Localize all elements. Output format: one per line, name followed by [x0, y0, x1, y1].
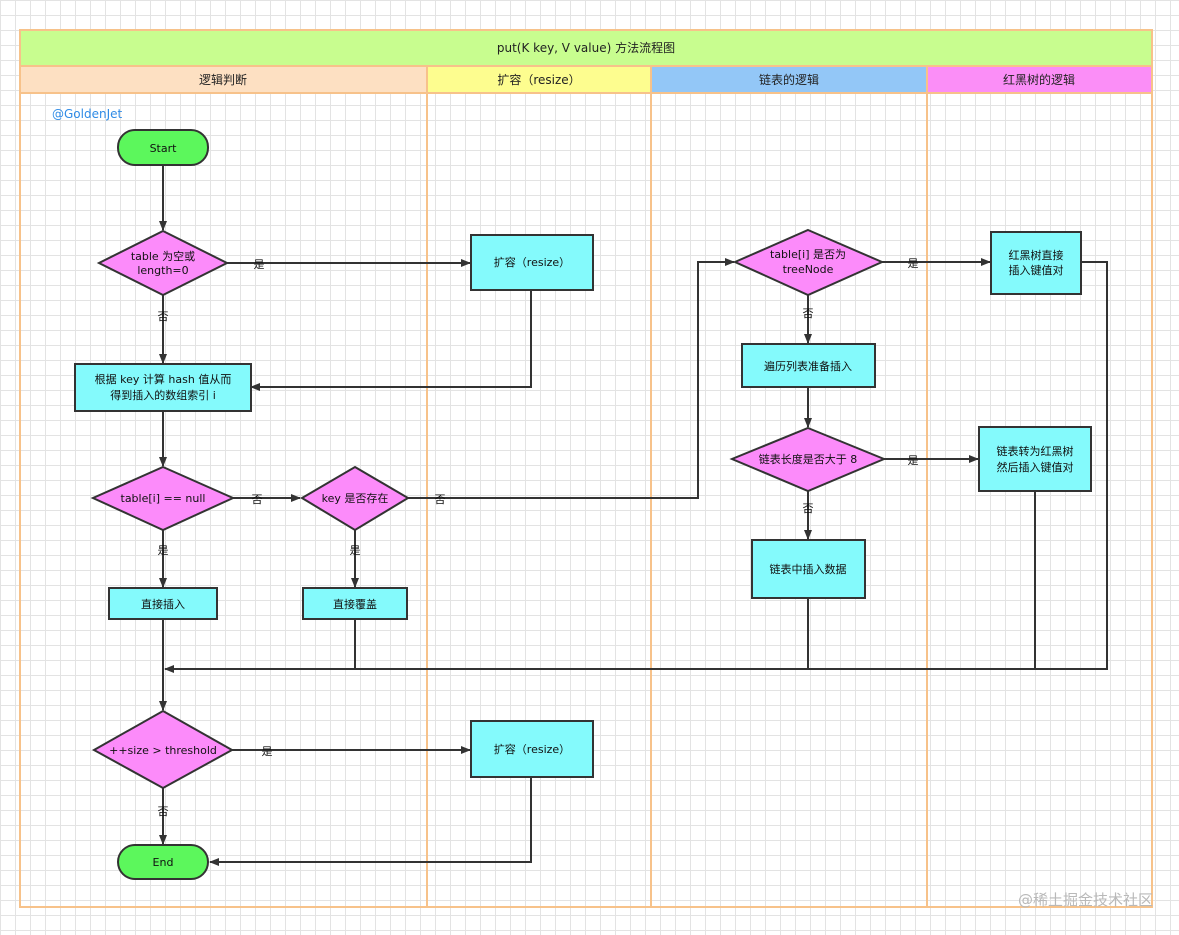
edge-label-null-yes: 是	[158, 544, 169, 557]
decision-length-over-8: 链表长度是否大于 8	[729, 426, 887, 493]
edge-label-len-no: 否	[803, 502, 814, 515]
node-text: 遍历列表准备插入	[764, 359, 852, 373]
watermark: @稀土掘金技术社区	[1018, 891, 1153, 909]
process-resize-2: 扩容（resize）	[470, 720, 594, 778]
node-text: 扩容（resize）	[494, 255, 570, 269]
node-text-line-2: length=0	[137, 264, 188, 277]
lane-label-resize: 扩容（resize）	[497, 72, 580, 87]
node-text: End	[153, 856, 174, 869]
process-list-insert: 链表中插入数据	[751, 539, 866, 599]
edge-label-empty-yes: 是	[254, 258, 265, 271]
title-bar	[19, 29, 1153, 67]
node-text: Start	[150, 142, 178, 155]
node-text-line-2: 得到插入的数组索引 i	[110, 388, 216, 402]
lane-label-rbtree: 红黑树的逻辑	[1003, 72, 1075, 87]
terminal-end: End	[117, 844, 209, 880]
node-text: ++size > threshold	[109, 744, 217, 757]
node-text: 链表中插入数据	[770, 562, 847, 576]
swimlanes	[19, 92, 1153, 908]
process-resize-1: 扩容（resize）	[470, 234, 594, 291]
lane-label-linkedlist: 链表的逻辑	[759, 72, 819, 87]
diagram-title: put(K key, V value) 方法流程图	[497, 40, 675, 55]
process-direct-cover: 直接覆盖	[302, 587, 408, 620]
edge-label-len-yes: 是	[908, 454, 919, 467]
node-text: table[i] == null	[121, 492, 206, 505]
lane-label-logic: 逻辑判断	[199, 72, 247, 87]
node-text: 直接覆盖	[333, 597, 377, 611]
process-traverse-list: 遍历列表准备插入	[741, 343, 876, 388]
process-direct-insert: 直接插入	[108, 587, 218, 620]
node-text: 扩容（resize）	[494, 742, 570, 756]
edge-label-exists-yes: 是	[350, 544, 361, 557]
node-text-line-1: table 为空或	[131, 249, 195, 263]
process-convert-rbtree: 链表转为红黑树 然后插入键值对	[978, 426, 1092, 492]
decision-null: table[i] == null	[90, 465, 236, 532]
edge-label-tree-yes: 是	[908, 257, 919, 270]
node-text-line-1: table[i] 是否为	[770, 248, 846, 261]
node-text-line-2: 插入键值对	[1009, 263, 1064, 277]
edge-label-empty-no: 否	[158, 310, 169, 323]
node-text-line-1: 根据 key 计算 hash 值从而	[95, 372, 232, 386]
node-text: 链表长度是否大于 8	[759, 452, 858, 466]
decision-table-empty: table 为空或 length=0	[96, 229, 230, 297]
node-text: key 是否存在	[322, 491, 389, 505]
node-text-line-1: 红黑树直接	[1009, 248, 1064, 262]
terminal-start: Start	[117, 129, 209, 166]
decision-threshold: ++size > threshold	[91, 709, 235, 790]
node-text-line-2: 然后插入键值对	[997, 460, 1074, 474]
connectors	[159, 165, 1108, 866]
edge-label-exists-no: 否	[435, 493, 446, 506]
process-calc-index: 根据 key 计算 hash 值从而 得到插入的数组索引 i	[74, 363, 252, 412]
edge-label-thr-yes: 是	[262, 745, 273, 758]
author-label: @GoldenJet	[52, 107, 123, 121]
decision-treenode: table[i] 是否为 treeNode	[732, 228, 885, 297]
edge-labels: 是 否 否 是 否 是 是 否 是 否 是 否	[158, 257, 919, 818]
node-text-line-1: 链表转为红黑树	[997, 444, 1074, 458]
edge-label-null-no: 否	[252, 493, 263, 506]
process-rbtree-insert: 红黑树直接 插入键值对	[990, 231, 1082, 295]
edge-label-tree-no: 否	[803, 307, 814, 320]
node-text-line-2: treeNode	[783, 263, 834, 276]
node-text: 直接插入	[141, 597, 185, 611]
decision-key-exists: key 是否存在	[300, 465, 410, 532]
edge-label-thr-no: 否	[158, 805, 169, 818]
